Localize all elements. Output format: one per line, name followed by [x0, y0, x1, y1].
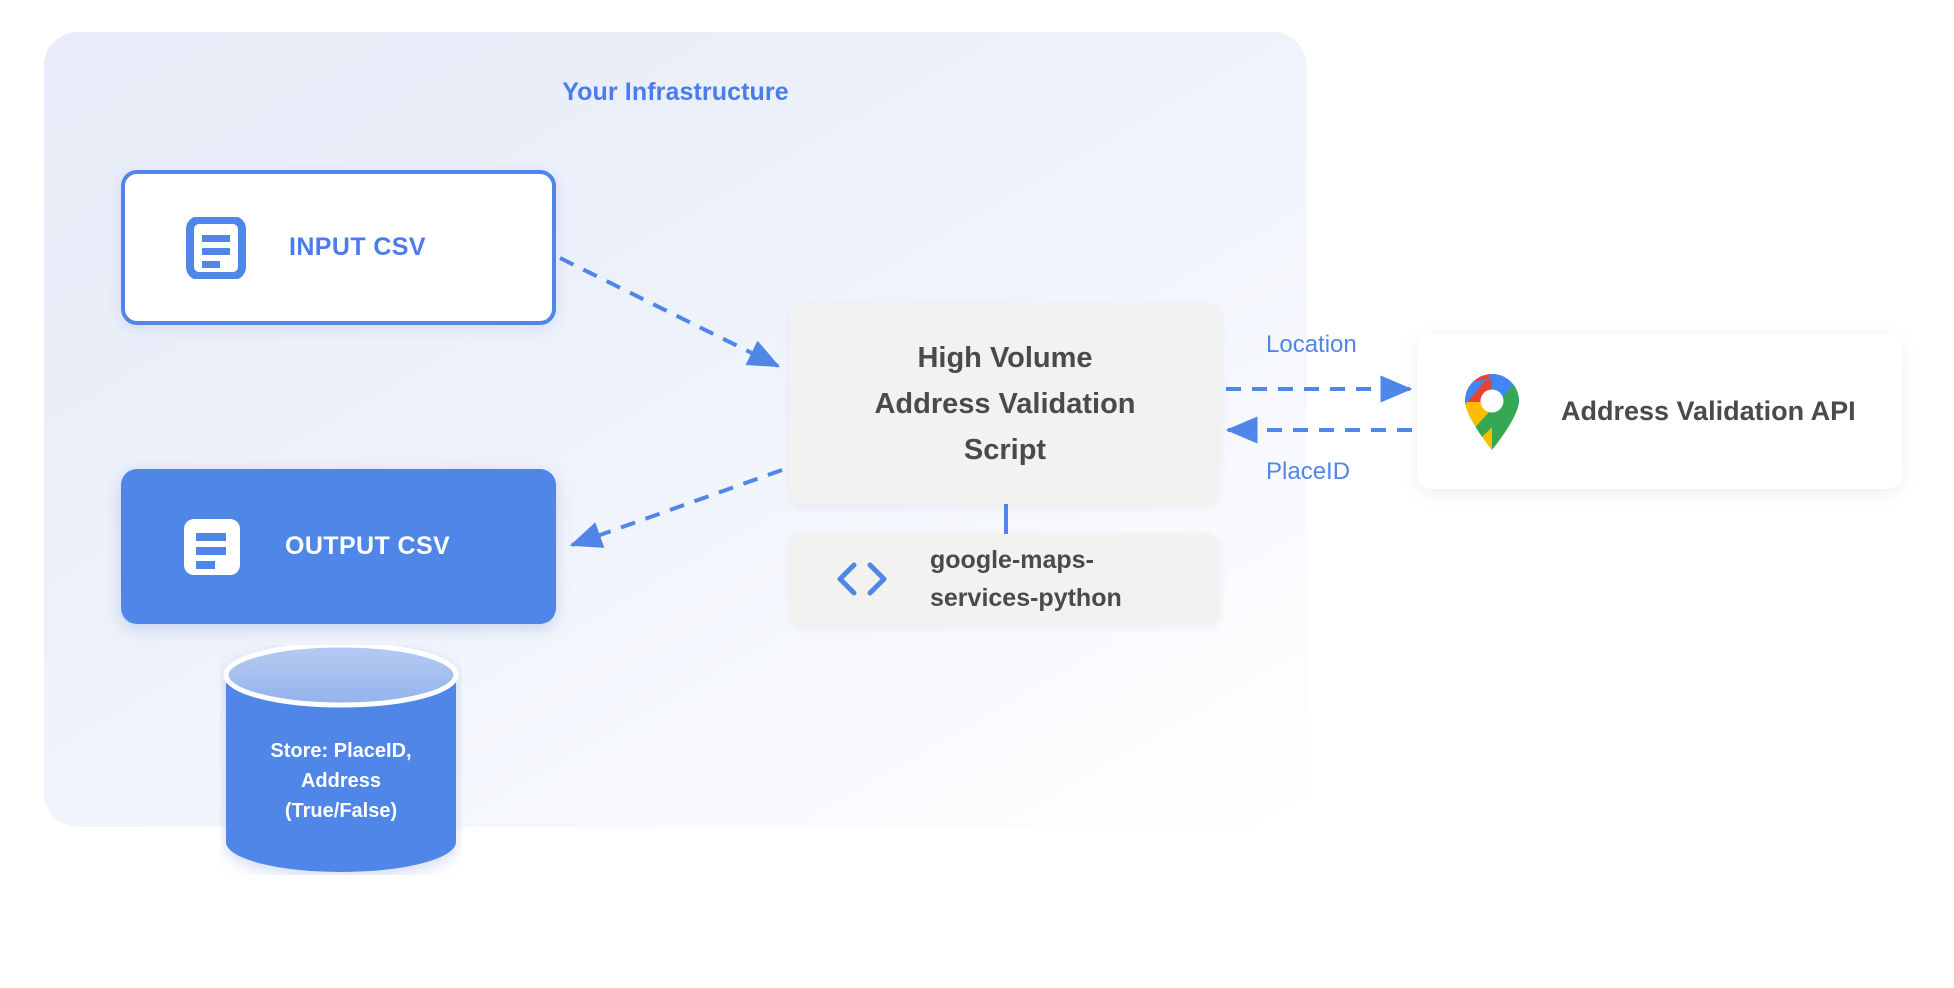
document-icon	[184, 518, 240, 575]
node-output-csv[interactable]: OUTPUT CSV	[121, 469, 556, 624]
library-line-1: google-maps-	[930, 546, 1094, 574]
node-api-label: Address Validation API	[1561, 396, 1856, 426]
node-library[interactable]: google-maps- services-python	[790, 534, 1220, 624]
script-line-3: Script	[963, 434, 1047, 466]
infrastructure-title: Your Infrastructure	[562, 78, 789, 106]
node-input-csv[interactable]: INPUT CSV	[121, 170, 556, 325]
script-line-1: High Volume	[917, 342, 1093, 374]
code-brackets-icon	[837, 562, 887, 596]
node-output-csv-label: OUTPUT CSV	[285, 532, 451, 560]
script-line-2: Address Validation	[874, 388, 1136, 420]
node-script[interactable]: High Volume Address Validation Script	[790, 304, 1220, 504]
google-maps-pin-icon	[1465, 373, 1520, 450]
edge-label-placeid: PlaceID	[1266, 458, 1351, 485]
node-database[interactable]	[220, 645, 462, 875]
document-icon	[186, 216, 246, 279]
edge-script-to-output	[569, 468, 783, 548]
library-line-2: services-python	[930, 584, 1122, 612]
edge-input-to-script	[559, 256, 781, 368]
node-address-validation-api[interactable]: Address Validation API	[1417, 334, 1902, 489]
edge-script-to-library	[1004, 503, 1008, 537]
edge-label-location: Location	[1266, 331, 1357, 358]
node-input-csv-label: INPUT CSV	[289, 233, 426, 261]
